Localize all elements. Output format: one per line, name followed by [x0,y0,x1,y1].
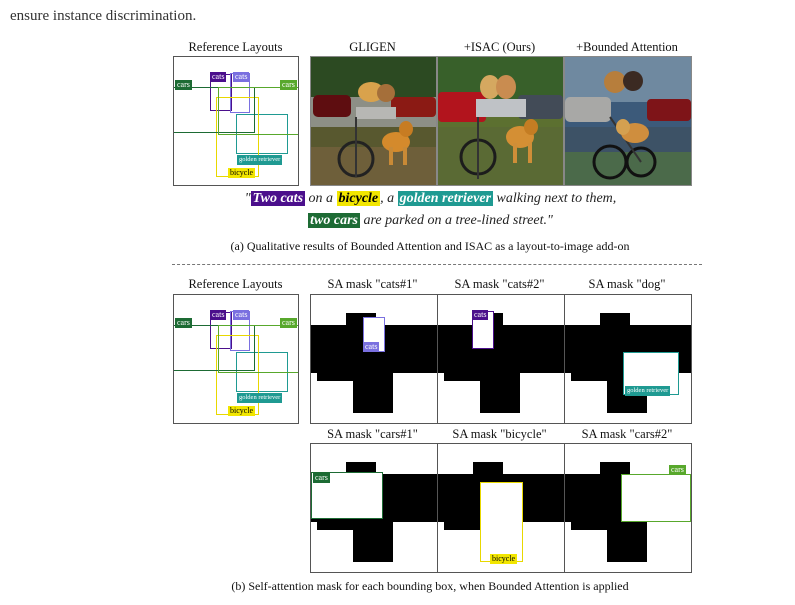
prompt-quote-open: " [244,191,251,206]
top-text: ensure instance discrimination. [10,8,197,24]
layout-b-label-cars2: cars [280,318,297,328]
layout-b-box-cars1 [174,325,255,371]
header-mask-cars2: SA mask "cars#2" [581,427,673,441]
layout-b-box-cars2 [218,325,298,373]
mask-cars2-box [621,474,691,522]
prompt-bicycle: bicycle [336,191,381,206]
mask-bicycle: bicycle [437,443,565,573]
header-mask-bicycle: SA mask "bicycle" [452,427,547,441]
layout-label-retriever: golden retriever [237,155,283,165]
mask-region [353,522,393,562]
prompt-line-2: two cars are parked on a tree-lined stre… [173,210,688,231]
mask-region [353,373,393,413]
layout-b-label-cats2: cats [233,310,250,320]
reference-layout-b: cats cats cars cars golden retriever bic… [173,294,299,424]
layout-label-cats1: cats [210,72,227,82]
image-bounded-attention [564,56,692,186]
header-mask-cars1: SA mask "cars#1" [327,427,418,441]
caption-b: (b) Self-attention mask for each boundin… [231,579,629,593]
mask-region [438,325,564,373]
mask-region [571,522,607,530]
image-isac [437,56,564,186]
mask-cars2: cars [564,443,692,573]
layout-b-label-retriever: golden retriever [237,393,283,403]
mask-cars2-label: cars [669,465,686,475]
mask-region [473,462,503,482]
image-gligen [310,56,437,186]
mask-cars1: cars [310,443,438,573]
mask-region [600,313,630,333]
mask-bicycle-label: bicycle [490,554,518,564]
prompt-two-cats: Two cats [250,191,306,206]
bounded-attention-image-art [565,57,691,185]
mask-cats1-label: cats [363,342,380,352]
header-mask-cats1: SA mask "cats#1" [327,277,418,291]
header-gligen: GLIGEN [349,40,396,54]
header-mask-cats2: SA mask "cats#2" [454,277,545,291]
layout-label-cats2: cats [233,72,250,82]
layout-b-label-cats1: cats [210,310,227,320]
mask-region [607,522,647,562]
header-isac: +ISAC (Ours) [463,40,536,54]
layout-box-cars1 [174,87,255,133]
prompt-line-1: "Two cats on a bicycle, a golden retriev… [173,188,688,209]
layout-label-cars2: cars [280,80,297,90]
reference-layout-a: cats cats cars cars golden retriever bic… [173,56,299,186]
layout-box-cars2 [218,87,298,135]
mask-region [317,522,353,530]
caption-a: (a) Qualitative results of Bounded Atten… [230,239,630,253]
mask-bicycle-box [480,482,523,562]
mask-region [571,373,607,381]
mask-cats1: cats [310,294,438,424]
header-reference-layouts-b: Reference Layouts [188,277,283,291]
header-reference-layouts-a: Reference Layouts [188,40,283,54]
layout-b-label-bicycle: bicycle [228,406,256,416]
layout-label-cars1: cars [175,80,192,90]
mask-dog: golden retriever [564,294,692,424]
mask-region [444,373,480,381]
gligen-image-art [311,57,436,185]
prompt-on-a: on a [305,191,337,206]
prompt-two-cars: two cars [308,213,360,228]
prompt-parked: are parked on a tree-lined street." [359,213,553,228]
isac-image-art [438,57,563,185]
mask-cats2: cats [437,294,565,424]
mask-cats2-label: cats [472,310,489,320]
header-bounded-attention: +Bounded Attention [576,40,678,54]
layout-b-label-cars1: cars [175,318,192,328]
mask-region [444,522,480,530]
mask-cars1-label: cars [313,473,330,483]
section-divider [172,264,702,265]
mask-region [480,373,520,413]
header-mask-dog: SA mask "dog" [588,277,666,291]
layout-label-bicycle: bicycle [228,168,256,178]
mask-dog-label: golden retriever [625,386,671,396]
prompt-golden-retriever: golden retriever [397,191,494,206]
prompt-walking: walking next to them, [493,191,617,206]
mask-region [317,373,353,381]
prompt-comma-a: , a [380,191,398,206]
